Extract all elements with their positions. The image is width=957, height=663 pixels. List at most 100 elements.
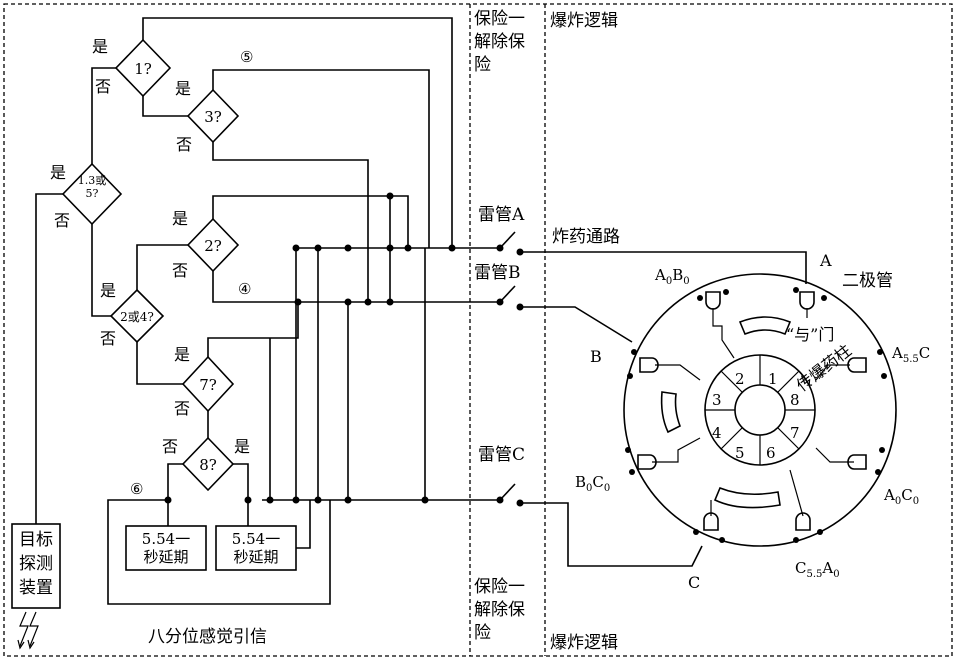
diode-label: 二极管 [842,271,893,291]
segment-hub [734,384,786,436]
gate-label-c55a0: C5.5A0 [795,559,840,580]
and-gates [637,291,867,531]
label-no-7: 否 [174,399,190,418]
segment-6: 6 [766,444,776,462]
path-c [520,502,703,567]
lightning-icon [19,611,39,647]
decision-135-label-box: 1.3或5? [77,174,107,200]
line-label-b: B [590,347,602,366]
ring-dots [625,287,887,543]
wire-24-no [136,342,183,385]
logic-bottom-label: 爆炸逻辑 [550,633,618,653]
wire-7-yes [207,300,299,357]
label-no-2: 否 [172,261,188,280]
gate-label-a55c: A5.5C [891,344,930,365]
decision-7-label: 7? [199,376,217,394]
loop-delay-left [107,499,331,605]
decision-24-label: 2或4? [120,310,154,324]
safety-top-label-box: 保险一解除保险 [474,9,525,75]
wire-2-yes [212,195,409,248]
label-no-1: 否 [95,77,111,96]
label-yes-8: 是 [234,437,250,456]
channel-top [738,316,792,336]
label-no-8: 否 [162,437,178,456]
decision-2-label: 2? [204,237,222,255]
and-gate-a55c [847,357,867,373]
lightning-arrow-icon [17,639,35,650]
target-device-label: 目标探测装置 [19,530,53,598]
switch-b [499,285,516,303]
explosive-logic: 爆炸逻辑 爆炸逻辑 炸药通路 1 2 3 4 5 6 7 8 [520,11,930,653]
switch-a [499,231,516,249]
and-gate-label: “与”门 [786,325,834,344]
label-yes-3: 是 [175,79,191,98]
wire-8-yes [233,463,249,500]
label-no-135: 否 [54,211,70,230]
decision-135-label: 1.3或5? [77,174,107,200]
and-gate-a-top [799,291,815,310]
gate-label-a0b0: A0B0 [654,266,690,287]
segment-2: 2 [735,370,745,388]
segment-8: 8 [790,391,800,409]
and-gate-a0b0 [705,291,721,310]
delay-right-label-box: 5.54一秒延期 [231,530,281,566]
delay-right-label: 5.54一秒延期 [231,530,281,566]
delay-left-label: 5.54一秒延期 [141,530,191,566]
detonator-a-label: 雷管A [478,205,525,225]
label-no-3: 否 [176,135,192,154]
outer-explosive-ring [623,273,897,547]
path-b [520,306,633,343]
label-yes-7: 是 [174,345,190,364]
safety-bottom-label-box: 保险一解除保险 [474,577,525,643]
channel-bottom [713,486,781,509]
gate-leads [652,308,854,517]
circled-6: ⑥ [130,480,143,498]
wire-24-yes [136,244,188,290]
segment-7: 7 [790,424,800,442]
delay-left-label-box: 5.54一秒延期 [141,530,191,566]
safety-panel: 保险一解除保险 保险一解除保险 雷管A 雷管B 雷管C [474,9,525,643]
channel-left [660,391,682,434]
decision-1-label: 1? [134,60,152,78]
wire-8-no [167,463,183,500]
sensor-panel-title: 八分位感觉引信 [148,627,267,647]
label-yes-2: 是 [172,209,188,228]
safety-top-label: 保险一解除保险 [474,9,525,75]
circled-5: ⑤ [240,48,253,66]
booster-label: 传爆药柱 [793,341,855,395]
wire-135-yes [91,67,116,164]
and-gate-a0c0 [847,454,867,470]
wire-target [35,193,63,524]
delay-box-left [125,525,207,571]
and-gate-b [639,357,659,373]
loop-delay-right [296,500,311,549]
label-yes-24: 是 [100,281,116,300]
switch-c [499,483,516,501]
detonator-c-label: 雷管C [478,445,525,465]
segment-4: 4 [712,424,722,442]
label-no-24: 否 [100,329,116,348]
wire-1-no [142,96,188,117]
wire-3-yes [212,69,430,248]
segment-5: 5 [735,444,745,462]
and-gate-b0c0 [637,454,657,470]
circled-4: ④ [238,280,251,298]
logic-top-label: 爆炸逻辑 [550,11,618,31]
segment-1: 1 [768,370,778,388]
outer-frame [3,3,953,657]
decision-8-label: 8? [199,456,217,474]
target-device-box [11,523,61,609]
decision-8 [181,436,235,492]
segment-dividers [705,355,815,465]
gate-label-b0c0: B0C0 [575,473,610,494]
target-device-label-box: 目标探测装置 [19,530,53,598]
line-label-a: A [819,251,832,270]
wire-3-no [212,142,369,300]
label-yes-1: 是 [92,37,108,56]
detonator-b-label: 雷管B [474,263,521,283]
label-yes-135: 是 [50,163,66,182]
gate-label-a0c0: A0C0 [883,486,919,507]
path-a [520,251,807,284]
safety-bottom-label: 保险一解除保险 [474,577,525,643]
